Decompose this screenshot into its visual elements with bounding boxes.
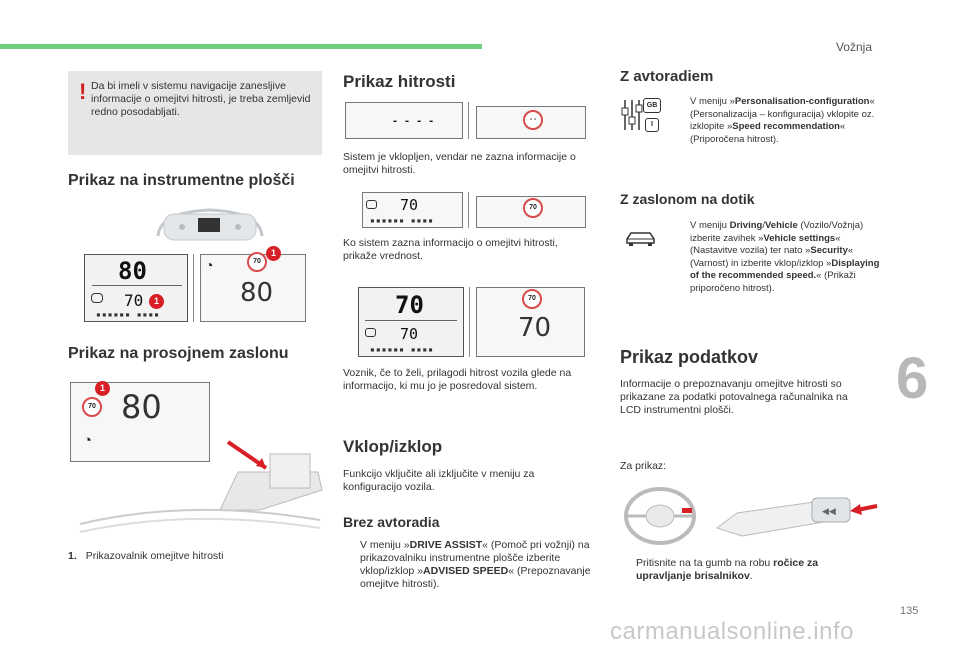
text-fragment: « (Varnost) in izberite vklop/izklop » [690,245,854,269]
sign-recognition-icon [91,293,103,303]
divider [193,254,194,322]
text-fragment: « (Nastavitve vozila) ter nato » [690,232,841,257]
fig3-sign: 70 [522,289,542,309]
option-name: Displaying of the recommended speed. [690,257,880,282]
separator-line [365,320,457,321]
text-fragment: / [762,220,765,231]
fig3-small-value: 70 [400,325,419,343]
car-icon [626,232,655,246]
touch-screen-instruction: V meniju Driving/Vehicle (Vozilo/Vožnja)… [690,220,882,295]
menu-name: Vehicle [764,220,798,231]
para-toggle-function: Funkcijo vključite ali izključite v meni… [343,468,535,493]
divider [469,287,470,357]
chapter-label: Vožnja [835,40,872,54]
fig3-big-value: 70 [518,313,552,343]
para-system-no-info: Sistem je vklopljen, vendar ne zazna inf… [343,151,576,176]
with-radio-instruction: V meniju »Personalisation-configuration«… [690,96,876,146]
hud-dashboard-illustration [79,440,323,533]
instrument-small-speed: 70 [124,291,144,310]
callout-badge: 1 [149,294,164,309]
menu-name: DRIVE ASSIST [409,539,483,551]
wiper-stalk-illustration: ◀◀ [715,497,878,537]
para-for-display: Za prikaz: [620,460,667,472]
menu-name: Personalisation-configuration [734,96,870,107]
legend-number: 1. [68,550,77,562]
text-fragment: V meniju » [690,96,735,107]
callout-badge: 1 [266,246,281,261]
without-radio-instruction: V meniju »DRIVE ASSIST« (Pomoč pri vožnj… [360,539,592,591]
bar-indicator: ▪▪▪▪▪▪ ▪▪▪▪ [370,345,434,354]
callout-badge: 1 [95,381,110,396]
text-fragment: « (Prikaži priporočeno hitrost). [690,270,856,294]
control-name: ročice za upravljanje brisalnikov [636,557,819,582]
warning-text: Da bi imeli v sistemu navigacije zaneslj… [91,80,311,118]
hud-big-speed: 80 [121,388,162,426]
text-fragment: « (Priporočena hitrost). [690,121,846,145]
heading-instrument-panel: Prikaz na instrumentne plošči [68,172,295,189]
heading-with-radio: Z avtoradiem [620,68,714,85]
fig2-sign: 70 [523,198,543,218]
speedometer-icon: ◔ [205,257,214,273]
fig3-segment-value: 70 [395,291,424,319]
heading-data-display: Prikaz podatkov [620,347,759,367]
fig1-no-value: - - - - [392,116,435,127]
text-fragment: « (Pomoč pri vožnji) na prikazovalniku i… [360,539,590,577]
press-button-instruction: Pritisnite na ta gumb na robu ročice za … [636,557,872,583]
fig1-left-panel [345,102,463,139]
settings-sliders-icon [621,100,643,130]
sign-recognition-icon [366,200,377,209]
heading-on-off: Vklop/izklop [343,437,443,456]
fig2-value: 70 [400,196,419,214]
instrument-lcd-panel [84,254,188,322]
text-fragment: « (Prepoznavanje omejitve hitrosti). [360,565,591,590]
speedometer-icon: ◔ [83,432,93,449]
text-fragment: Pritisnite na ta gumb na robu [636,557,774,569]
divider [468,102,469,139]
heading-head-up-display: Prikaz na prosojnem zaslonu [68,345,289,362]
page-number: 135 [900,605,919,617]
para-system-detects: Ko sistem zazna informacijo o omejitvi h… [343,237,558,262]
tab-name: Vehicle settings [763,232,836,244]
text-fragment: (Vozilo/Vožnja) izberite zavihek » [690,220,864,244]
text-fragment: V meniju [690,220,730,231]
bar-indicator: ▪▪▪▪▪▪ ▪▪▪▪ [370,216,434,225]
fig3-left-panel [358,287,464,357]
fig2-left-panel [362,192,463,228]
sign-recognition-icon [365,328,376,337]
speed-limit-sign: 70 [247,252,267,272]
menu-name: Driving [729,220,763,231]
fig1-sign: - - [523,110,543,130]
text-fragment: . [749,570,753,582]
svg-text:◀◀: ◀◀ [822,507,836,517]
steering-wheel-illustration [156,208,264,241]
option-name: Speed recommendation [732,121,840,132]
info-badge: I [645,118,659,132]
language-badge: GB [643,98,661,113]
chapter-color-bar [0,44,482,49]
option-name: ADVISED SPEED [423,565,509,577]
divider [468,192,469,228]
warning-icon: ! [79,79,87,104]
separator-line [92,285,182,286]
bar-indicator: ▪▪▪▪▪▪ ▪▪▪▪ [96,310,160,319]
heading-touch-screen: Z zaslonom na dotik [620,191,755,207]
instrument-segment-speed: 80 [118,257,147,285]
option-name: Security [810,245,848,256]
figure-legend: 1. Prikazovalnik omejitve hitrosti [68,550,223,563]
legend-text: Prikazovalnik omejitve hitrosti [85,550,224,562]
para-driver-adjusts: Voznik, če to želi, prilagodi hitrost vo… [343,367,572,392]
text-fragment: V meniju » [360,539,410,551]
heading-speed-display: Prikaz hitrosti [343,72,456,91]
para-data-display: Informacije o prepoznavanju omejitve hit… [620,378,848,416]
hud-speed-limit-sign: 70 [82,397,102,417]
warning-box [68,71,322,155]
text-fragment: « (Personalizacija – konfiguracija) vklo… [690,96,875,132]
instrument-big-speed: 80 [240,278,274,308]
watermark: carmanualsonline.info [610,618,854,645]
chapter-number: 6 [896,346,929,411]
steering-wheel-illustration [624,487,696,545]
hud-screen [70,382,210,462]
heading-without-radio: Brez avtoradia [343,514,440,530]
